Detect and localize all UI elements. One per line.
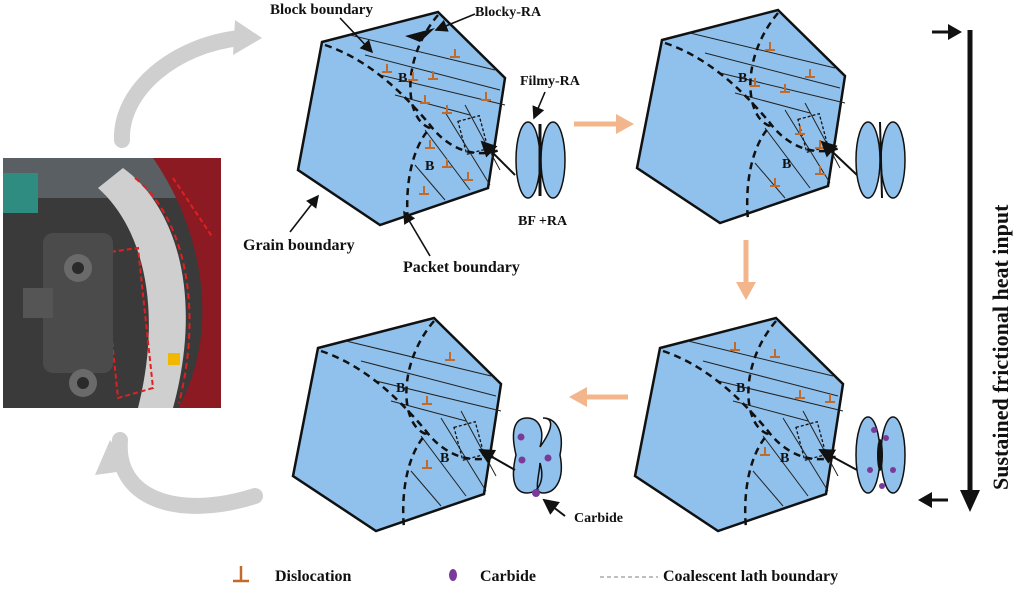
block-marker-2a: B <box>738 71 747 86</box>
block-marker-3a: B <box>736 381 745 396</box>
block-marker-1a: B <box>398 71 407 86</box>
block-marker-4a: B <box>396 381 405 396</box>
label-grain-boundary: Grain boundary <box>243 237 355 254</box>
block-marker-3b: B <box>780 451 789 466</box>
grain-stage-2: B B <box>635 8 847 225</box>
carbide-legend-icon <box>449 569 457 581</box>
block-marker-4b: B <box>440 451 449 466</box>
grain-stage-1: B B <box>296 10 507 227</box>
label-block-boundary: Block boundary <box>270 2 373 18</box>
label-bf-ra: BF +RA <box>518 214 568 229</box>
legend-carbide: Carbide <box>480 568 536 585</box>
legend-coalescent: Coalescent lath boundary <box>663 568 838 585</box>
lath-pair-stage-2 <box>855 121 906 199</box>
legend: Dislocation Carbide Coalescent lath boun… <box>233 566 838 585</box>
flow-arrow-right <box>574 114 634 134</box>
dislocation-legend-icon <box>233 566 249 583</box>
grain-stage-3: B B <box>633 316 845 533</box>
label-filmy-ra: Filmy-RA <box>520 74 581 89</box>
legend-dislocation: Dislocation <box>275 568 352 585</box>
brake-wheel-photo-drawing <box>3 158 221 408</box>
block-marker-1b: B <box>425 159 434 174</box>
block-marker-2b: B <box>782 157 791 172</box>
cycle-arrow-bottom <box>95 432 263 514</box>
brake-wheel-photo <box>3 158 221 408</box>
flow-arrow-left <box>569 387 628 407</box>
lath-pair-stage-1 <box>515 121 566 199</box>
lath-pair-stage-3 <box>855 416 906 494</box>
cycle-arrow-top <box>114 20 262 148</box>
flow-arrow-down <box>736 240 756 300</box>
lath-pair-stage-4 <box>512 417 562 497</box>
heat-input-arrow <box>918 24 980 512</box>
side-title: Sustained frictional heat input <box>988 204 1013 490</box>
grain-stage-4: B B <box>291 316 503 533</box>
label-carbide: Carbide <box>574 511 623 526</box>
label-packet-boundary: Packet boundary <box>403 259 520 276</box>
label-blocky-ra: Blocky-RA <box>475 5 542 20</box>
